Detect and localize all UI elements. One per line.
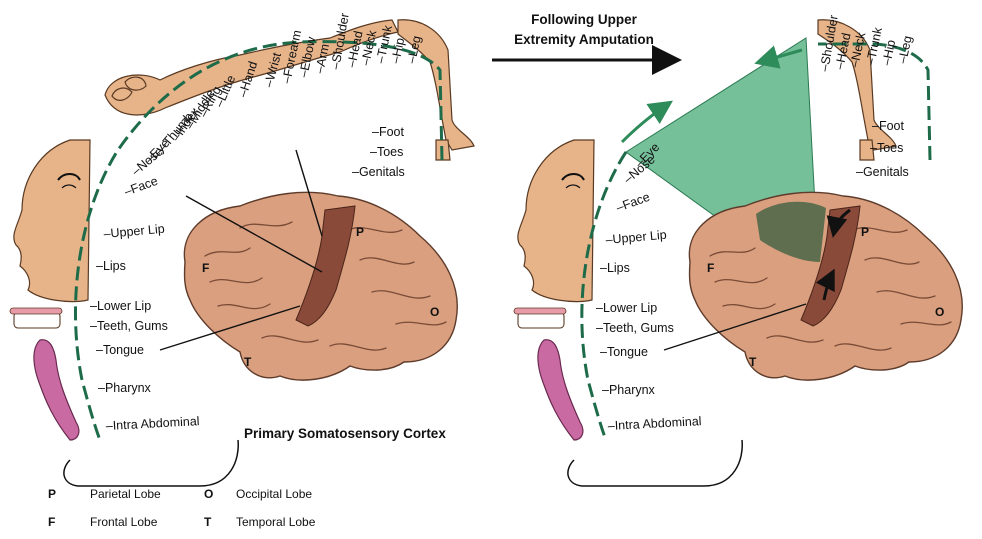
right-label-genitals: –Genitals [856,165,909,179]
amputation-title-line2: Extremity Amputation [514,32,654,47]
left-label-hand: –Hand [236,60,261,99]
legend-text-parietal: Parietal Lobe [90,487,161,501]
left-label-foot: –Foot [372,125,404,139]
left-label-lips: –Lips [96,259,126,273]
right-lobe-temporal: T [749,355,757,369]
right-label-intra-abdominal: –Intra Abdominal [607,414,701,433]
left-label-upper-lip: –Upper Lip [103,222,165,241]
left-label-intra-abdominal: –Intra Abdominal [105,414,199,433]
right-lobe-frontal: F [707,261,714,275]
left-lobe-frontal: F [202,261,209,275]
left-lobe-parietal: P [356,225,364,239]
legend-text-temporal: Temporal Lobe [236,515,316,529]
right-lobe-occipital: O [935,305,944,319]
left-label-leg: –Leg [404,34,423,64]
legend: P Parietal Lobe O Occipital Lobe F Front… [48,487,316,529]
right-lobe-parietal: P [861,225,869,239]
legend-text-occipital: Occipital Lobe [236,487,312,501]
legend-text-frontal: Frontal Lobe [90,515,158,529]
cortex-caption: Primary Somatosensory Cortex [244,426,446,441]
left-lobe-temporal: T [244,355,252,369]
left-label-toes: –Toes [370,145,403,159]
right-label-lower-lip: –Lower Lip [596,301,657,315]
left-label-face: –Face [122,174,159,199]
left-label-teeth-gums: –Teeth, Gums [90,319,168,333]
legend-key-temporal: T [204,515,212,529]
right-label-pharynx: –Pharynx [602,383,656,397]
right-label-face: –Face [614,190,651,215]
legend-key-parietal: P [48,487,56,501]
right-label-leg: –Leg [895,34,914,64]
right-label-tongue: –Tongue [600,345,648,359]
legend-key-frontal: F [48,515,55,529]
amputation-title-line1: Following Upper [531,12,637,27]
right-label-foot: –Foot [872,119,904,133]
right-label-lips: –Lips [600,261,630,275]
left-label-wrist: –Wrist [261,51,284,89]
left-lobe-occipital: O [430,305,439,319]
right-label-teeth-gums: –Teeth, Gums [596,321,674,335]
left-label-pharynx: –Pharynx [98,381,152,395]
left-label-tongue: –Tongue [96,343,144,357]
right-label-toes: –Toes [870,141,903,155]
legend-key-occipital: O [204,487,213,501]
left-label-nose: –Nose [129,144,166,178]
left-label-genitals: –Genitals [352,165,405,179]
left-label-lower-lip: –Lower Lip [90,299,151,313]
right-label-upper-lip: –Upper Lip [605,228,667,247]
